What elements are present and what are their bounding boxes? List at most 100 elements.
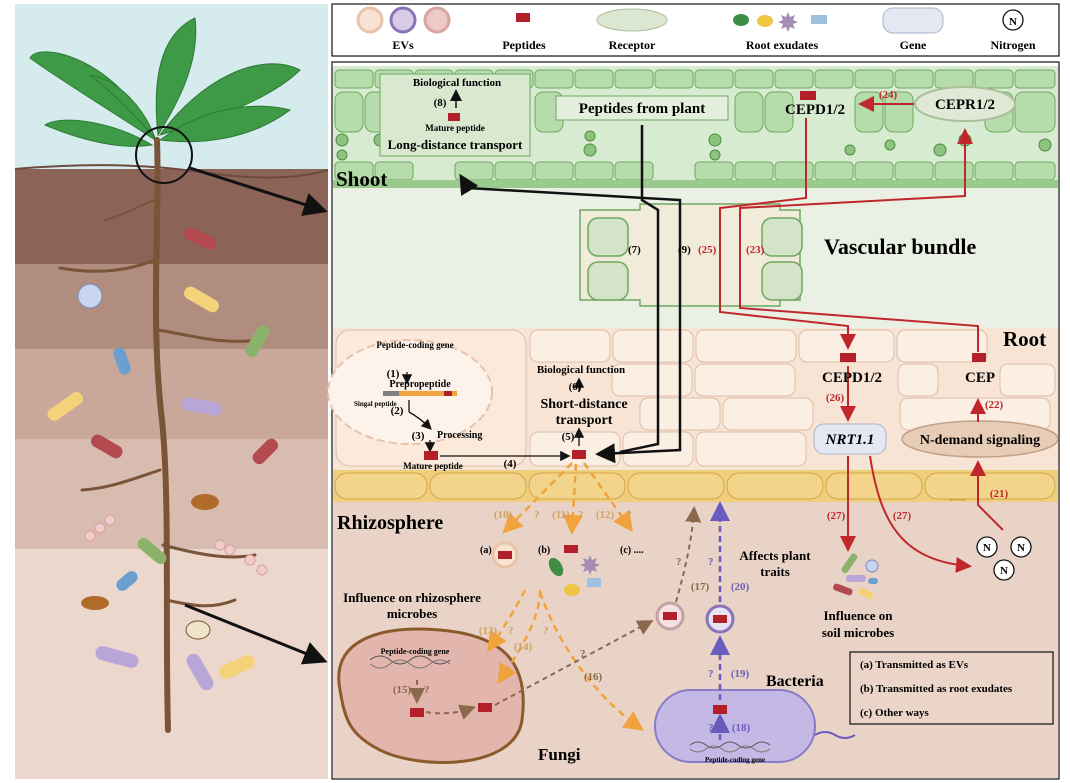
legend-peptides: Peptides — [502, 38, 546, 52]
step7: (7) — [628, 244, 641, 256]
shoot-bio-function: Biological function — [413, 77, 501, 89]
legend-labels: EVs Peptides Receptor Root exudates Gene… — [392, 16, 1036, 52]
red-paths — [719, 118, 1004, 573]
affects-2: traits — [760, 564, 790, 579]
nitrogen-icon — [1002, 9, 1024, 31]
n-circle-1 — [976, 536, 998, 558]
shoot-labels: Biological function (8) Mature peptide L… — [388, 77, 995, 152]
vascular-tubes — [579, 203, 803, 307]
root-labels: Peptide-coding gene (1) Prepropeptide Si… — [354, 340, 1040, 522]
plant-panel — [14, 4, 329, 779]
step21: (21) — [990, 488, 1009, 500]
region-root: Root — [1003, 327, 1046, 351]
step10: (10) — [494, 509, 513, 521]
step17: (17) — [691, 581, 710, 593]
step9: (9) — [678, 244, 691, 256]
q14: ? — [543, 625, 549, 637]
n-label-2: N — [1017, 542, 1025, 554]
shoot-step24: (24) — [879, 89, 898, 101]
bacteria-gene: Peptide-coding gene — [705, 756, 765, 764]
step4: (4) — [504, 458, 517, 470]
black-paths — [459, 125, 682, 464]
step13: (13) — [479, 625, 498, 637]
step3: (3) — [412, 430, 425, 442]
nrt: NRT1.1 — [825, 432, 875, 448]
receptor-icon — [596, 8, 668, 32]
step27a: (27) — [827, 510, 846, 522]
step15: (15) — [393, 684, 412, 696]
exudate-yellow-icon — [757, 15, 773, 27]
step2: (2) — [391, 405, 404, 417]
q16: ? — [580, 648, 586, 660]
legend-n-symbol: N — [1009, 16, 1017, 28]
soil-microbes — [47, 227, 279, 691]
region-rhizosphere: Rhizosphere — [337, 512, 443, 534]
shoot-long-distance: Long-distance transport — [388, 137, 523, 152]
legend-bar — [331, 3, 1060, 57]
legend-receptor: Receptor — [609, 38, 656, 52]
region-labels: Shoot Vascular bundle Root Rhizosphere — [336, 167, 1046, 534]
shoot-peptides-from-plant: Peptides from plant — [579, 101, 705, 117]
plant-leaves — [29, 17, 301, 147]
key-box — [849, 651, 1054, 725]
influence-rhizo-1: Influence on rhizosphere — [343, 590, 481, 605]
step6: (6) — [569, 381, 582, 393]
zoom-circle-shoot — [135, 126, 193, 184]
key-c: (c) Other ways — [860, 707, 930, 719]
orange-paths — [487, 462, 645, 731]
legend-gene: Gene — [900, 38, 927, 52]
key-b: (b) Transmitted as root exudates — [860, 683, 1013, 695]
bacteria-cell — [654, 689, 816, 763]
region-vascular: Vascular bundle — [824, 234, 976, 259]
step25: (25) — [698, 244, 717, 256]
step19: (19) — [731, 668, 750, 680]
root-mature-peptide: Mature peptide — [403, 461, 463, 471]
coding-gene: Peptide-coding gene — [376, 340, 453, 350]
step14: (14) — [514, 641, 533, 653]
label-c: (c) .... — [620, 545, 644, 556]
step23: (23) — [746, 244, 765, 256]
fungi-label: Fungi — [538, 745, 581, 764]
exudate-blue-icon — [811, 15, 827, 24]
vascular-labels: (7) (9) (25) (23) — [628, 244, 765, 256]
plant-root — [58, 137, 262, 733]
q10: ? — [534, 509, 540, 521]
n-demand-ellipse — [901, 420, 1059, 458]
q15: ? — [424, 684, 430, 696]
n-circle-2 — [1010, 536, 1032, 558]
peptides-from-plant-box — [555, 95, 729, 121]
q12: ? — [626, 509, 632, 521]
legend-nitrogen: Nitrogen — [990, 38, 1035, 52]
influence-rhizo-2: microbes — [387, 606, 437, 621]
main-panel — [327, 61, 1060, 780]
q19: ? — [708, 668, 714, 680]
influence-soil-1: Influence on — [824, 608, 894, 623]
q18: ? — [708, 722, 714, 734]
key-labels: (a) Transmitted as EVs (b) Transmitted a… — [860, 659, 1013, 719]
step12: (12) — [596, 509, 615, 521]
q17: ? — [676, 556, 682, 568]
shoot-step8: (8) — [434, 97, 447, 109]
shoot-epidermis — [334, 69, 1056, 181]
signal-peptide: Singal peptide — [354, 400, 397, 408]
brown-paths — [409, 506, 702, 720]
legend-root-exudates: Root exudates — [746, 38, 819, 52]
nrt-gene-box — [813, 423, 887, 455]
root-cells — [529, 329, 1056, 467]
short-distance-2: transport — [556, 413, 613, 428]
key-a: (a) Transmitted as EVs — [860, 659, 969, 671]
n-label-1: N — [983, 542, 991, 554]
step11: (11) — [552, 509, 570, 521]
peptide-icon — [516, 13, 530, 22]
cepr-receptor — [914, 86, 1016, 122]
shoot-mature-peptide: Mature peptide — [425, 123, 485, 133]
shoot-cepd: CEPD1/2 — [785, 102, 845, 118]
q20: ? — [708, 556, 714, 568]
epidermis-cells — [334, 472, 1056, 500]
region-shoot: Shoot — [336, 167, 387, 191]
processing: Processing — [437, 430, 482, 441]
n-circle-3 — [993, 559, 1015, 581]
affects-1: Affects plant — [739, 548, 811, 563]
label-b: (b) — [538, 545, 550, 556]
